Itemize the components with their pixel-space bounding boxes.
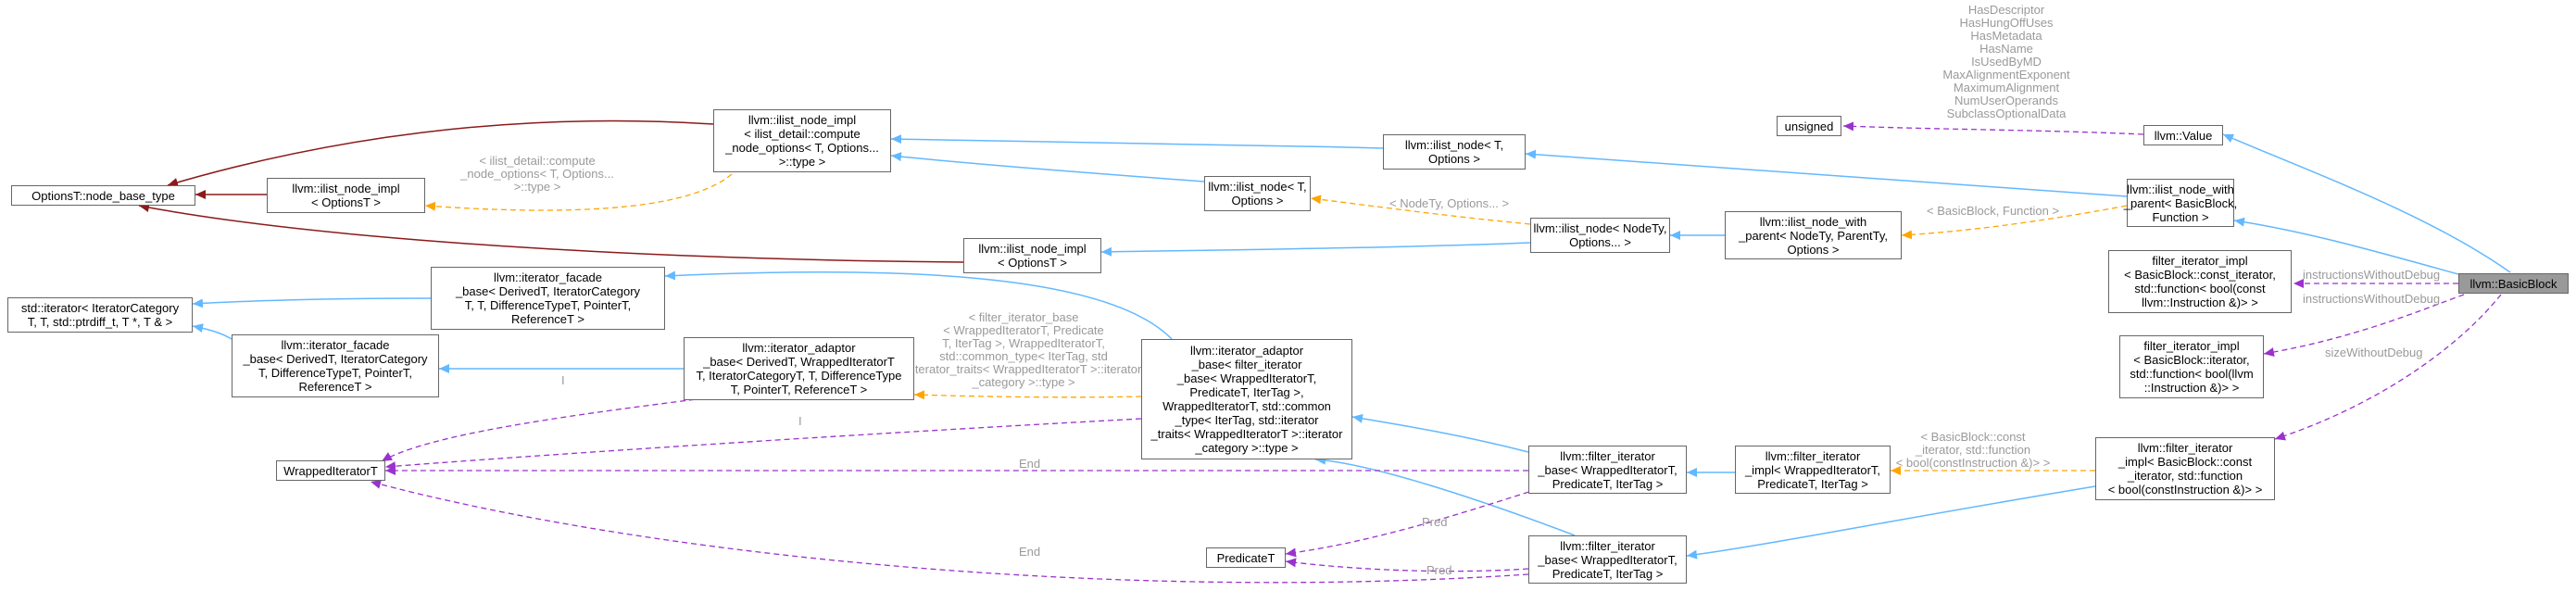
filter-base-tpl-label-line: T, IterTag >, WrappedIteratorT, xyxy=(942,336,1105,350)
value-members-label-line: MaximumAlignment xyxy=(1954,81,2060,94)
edge-ilistnode-mid-impl-compute xyxy=(890,152,1205,182)
edge-filter-base-top-predicate xyxy=(1285,488,1539,558)
node-ilist-node-impl-compute[interactable]: llvm::ilist_node_impl < ilist_detail::co… xyxy=(713,109,891,172)
pred-label-1: Pred xyxy=(1422,515,1447,529)
edge-llvm-filter-impl-base-bottom xyxy=(1686,485,2096,560)
node-ilist-node-with-parent-generic[interactable]: llvm::ilist_node_with _parent< NodeTy, P… xyxy=(1725,211,1902,259)
edge-facade-bottom-std-iterator xyxy=(192,323,232,340)
node-filter-impl-const[interactable]: filter_iterator_impl < BasicBlock::const… xyxy=(2108,250,2292,313)
edge-impl-compute-optionst-top-template xyxy=(424,173,733,211)
value-members-label-line: IsUsedByMD xyxy=(1971,55,2042,69)
node-filter-impl-generic[interactable]: llvm::filter_iterator _impl< WrappedIter… xyxy=(1735,446,1891,494)
edge-adaptor-filter-facade-top xyxy=(664,270,1173,340)
node-ilist-node-t-options-mid[interactable]: llvm::ilist_node< T, Options > xyxy=(1204,176,1311,211)
bb-const-iter-tpl-label-line: < BasicBlock::const xyxy=(1920,430,2025,444)
edge-ilistnode-nodety-mid-template xyxy=(1310,195,1531,225)
filter-base-tpl-label-line: _category >::type > xyxy=(971,375,1074,389)
instructions-without-debug-label-2: instructionsWithoutDebug xyxy=(2303,292,2440,306)
node-llvm-filter-impl-bb[interactable]: llvm::filter_iterator _impl< BasicBlock:… xyxy=(2095,437,2275,500)
edge-basicblock-ilist-with-parent xyxy=(2233,217,2459,275)
bb-const-iter-tpl-label-line: _iterator, std::function xyxy=(1915,443,2030,457)
node-filter-base-top[interactable]: llvm::filter_iterator _base< WrappedIter… xyxy=(1528,446,1687,494)
value-members-label-line: SubclassOptionalData xyxy=(1947,107,2067,120)
node-std-iterator[interactable]: std::iterator< IteratorCategory T, T, st… xyxy=(7,297,193,333)
filter-base-tpl-label-line: < WrappedIteratorT, Predicate xyxy=(943,323,1104,337)
node-ilist-node-t[interactable]: llvm::ilist_node< T, Options > xyxy=(1383,134,1526,170)
bb-const-iter-tpl-label: < BasicBlock::const_iterator, std::funct… xyxy=(1896,430,2051,470)
compute-options-label-line: _node_options< T, Options... xyxy=(459,167,614,181)
node-optionst-base[interactable]: OptionsT::node_base_type xyxy=(11,185,195,206)
edge-filter-base-bottom-predicate xyxy=(1285,558,1529,572)
edge-ilistnode-nodety-impl-optionst-mid xyxy=(1100,242,1531,257)
compute-options-label: < ilist_detail::compute_node_options< T,… xyxy=(459,154,614,194)
node-predicate[interactable]: PredicateT xyxy=(1206,547,1286,568)
edge-basicblock-filter-impl-nonconst xyxy=(2263,294,2465,358)
node-value[interactable]: llvm::Value xyxy=(2143,125,2223,145)
value-members-label-line: HasDescriptor xyxy=(1968,3,2045,17)
nodety-options-label: < NodeTy, Options... > xyxy=(1389,196,1509,210)
edge-impl-compute-optionst-base xyxy=(167,119,714,187)
edge-basicblock-llvm-filter-impl xyxy=(2274,294,2502,441)
node-ilist-node-with-parent-bb[interactable]: llvm::ilist_node_with _parent< BasicBloc… xyxy=(2124,179,2237,227)
edge-adaptor-generic-wrapped xyxy=(381,397,705,462)
edge-adaptor-filter-generic-template xyxy=(913,390,1142,400)
instructions-without-debug-label-1: instructionsWithoutDebug xyxy=(2303,268,2440,282)
bb-function-label: < BasicBlock, Function > xyxy=(1927,204,2059,218)
node-iterator-adaptor-filter[interactable]: llvm::iterator_adaptor _base< filter_ite… xyxy=(1141,339,1352,459)
edge-impl-optionst-mid-optionst-base xyxy=(138,203,964,263)
value-members-label-line: NumUserOperands xyxy=(1954,94,2058,107)
node-ilist-node-nodety[interactable]: llvm::ilist_node< NodeTy, Options... > xyxy=(1530,218,1670,253)
value-members-label-line: MaxAlignmentExponent xyxy=(1942,68,2070,82)
node-ilist-node-impl-optionst-mid[interactable]: llvm::ilist_node_impl < OptionsT > xyxy=(963,238,1101,273)
node-iterator-adaptor-generic[interactable]: llvm::iterator_adaptor _base< DerivedT, … xyxy=(684,337,914,400)
edge-basicblock-value xyxy=(2222,133,2511,273)
compute-options-label-line: >::type > xyxy=(514,180,561,194)
filter-base-tpl-label: < filter_iterator_base< WrappedIteratorT… xyxy=(906,310,1142,389)
edge-value-unsigned xyxy=(1842,121,2144,135)
node-basic-block[interactable]: llvm::BasicBlock xyxy=(2458,273,2569,294)
value-members-label-line: HasName xyxy=(1979,42,2033,56)
end-label-1: End xyxy=(1019,457,1040,471)
compute-options-label-line: < ilist_detail::compute xyxy=(479,154,595,168)
i-label-1: I xyxy=(561,373,565,387)
node-ilist-node-impl-optionst-top[interactable]: llvm::ilist_node_impl < OptionsT > xyxy=(267,178,425,213)
i-label-2: I xyxy=(798,414,802,428)
filter-base-tpl-label-line: < filter_iterator_base xyxy=(969,310,1079,324)
node-filter-base-bottom[interactable]: llvm::filter_iterator _base< WrappedIter… xyxy=(1528,535,1687,584)
node-filter-impl-nonconst[interactable]: filter_iterator_impl < BasicBlock::itera… xyxy=(2119,335,2264,398)
bb-const-iter-tpl-label-line: < bool(constInstruction &)> > xyxy=(1896,456,2051,470)
edge-facade-top-std-iterator xyxy=(192,297,432,308)
node-iterator-facade-bottom[interactable]: llvm::iterator_facade _base< DerivedT, I… xyxy=(232,334,439,397)
node-wrapped-iterator[interactable]: WrappedIteratorT xyxy=(276,460,385,481)
value-members-label-line: HasHungOffUses xyxy=(1960,16,2054,30)
value-members-label-line: HasMetadata xyxy=(1970,29,2042,43)
end-label-2: End xyxy=(1019,545,1040,559)
node-unsigned[interactable]: unsigned xyxy=(1777,116,1841,136)
edge-filter-base-bottom-adaptor xyxy=(1314,455,1576,536)
edge-ilistnode-t-impl-compute xyxy=(890,134,1384,149)
edge-adaptor-filter-wrapped xyxy=(384,418,1142,472)
edge-filter-base-top-adaptor xyxy=(1351,413,1529,453)
node-iterator-facade-top[interactable]: llvm::iterator_facade _base< DerivedT, I… xyxy=(431,267,665,330)
size-without-debug-label: sizeWithoutDebug xyxy=(2325,346,2423,359)
edge-filter-base-bottom-wrapped xyxy=(370,480,1529,584)
filter-base-tpl-label-line: std::common_type< IterTag, std xyxy=(939,349,1108,363)
edge-ilistwithparent-generic-template xyxy=(1901,205,2128,240)
filter-base-tpl-label-line: ::iterator_traits< WrappedIteratorT >::i… xyxy=(906,362,1142,376)
edge-ilistwithparent-ilistnode-t xyxy=(1525,149,2128,197)
pred-label-2: Pred xyxy=(1426,563,1451,577)
